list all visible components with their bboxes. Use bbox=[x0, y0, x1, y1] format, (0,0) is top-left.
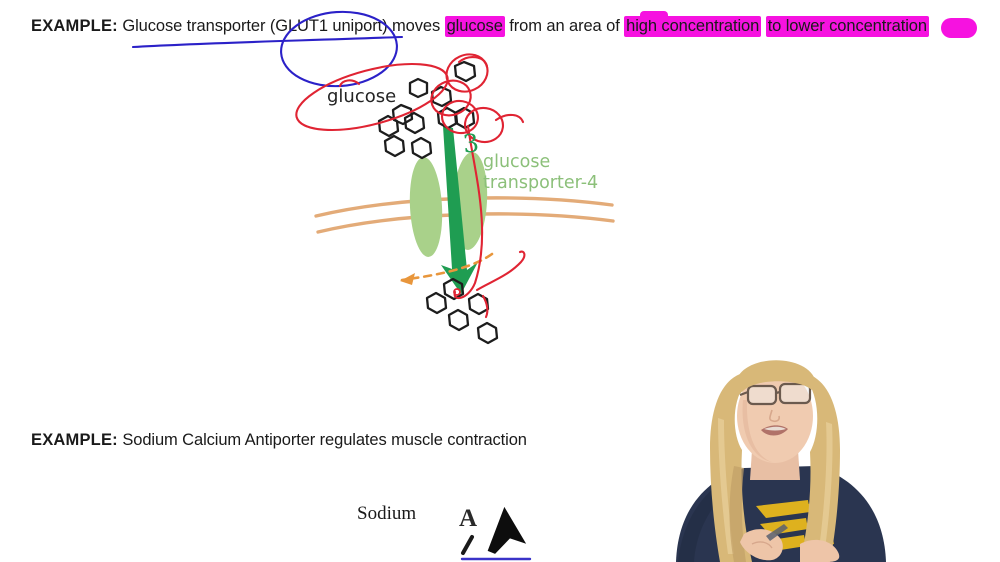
instructor-face bbox=[737, 369, 813, 463]
glucose-hexagon bbox=[377, 114, 400, 138]
line1-part-a: Glucose transporter (GLUT1 uniport) move… bbox=[117, 17, 445, 35]
glucose-hexagon bbox=[447, 308, 470, 332]
gt4-label-line1: glucose bbox=[483, 152, 551, 172]
glucose-hexagon bbox=[408, 77, 429, 99]
glucose-hexagon bbox=[453, 106, 476, 130]
glasses-icon bbox=[739, 382, 812, 406]
letter-a-glyph: A bbox=[459, 505, 478, 532]
example-line-2: EXAMPLE: Sodium Calcium Antiporter regul… bbox=[31, 431, 527, 450]
line1-part-b: from an area of bbox=[504, 17, 625, 35]
glucose-hexagon bbox=[425, 291, 448, 315]
line1-highlight-high-concentration: high concentration bbox=[624, 16, 762, 37]
glucose-hexagon bbox=[383, 134, 406, 158]
glucose-transporter-4-label: glucose transporter-4 bbox=[483, 152, 598, 194]
glucose-hexagon bbox=[442, 277, 465, 301]
glucose-hexagon bbox=[403, 111, 426, 135]
line1-highlight-lower-concentration: to lower concentration bbox=[765, 16, 929, 37]
instructor-video-overlay bbox=[648, 338, 910, 562]
line2-text: Sodium Calcium Antiporter regulates musc… bbox=[117, 431, 527, 449]
example-label-2: EXAMPLE: bbox=[31, 431, 118, 449]
sodium-diagram-label: Sodium bbox=[357, 503, 417, 524]
example-line-1: EXAMPLE: Glucose transporter (GLUT1 unip… bbox=[31, 16, 929, 37]
glucose-hexagon bbox=[410, 136, 433, 160]
line1-highlight-glucose: glucose bbox=[444, 16, 505, 37]
gt4-label-line2: transporter-4 bbox=[483, 173, 599, 193]
example-label-1: EXAMPLE: bbox=[31, 17, 118, 35]
glucose-hexagon bbox=[453, 60, 477, 83]
glucose-hexagon bbox=[430, 85, 453, 108]
glucose-diagram-label: glucose bbox=[327, 86, 397, 107]
glucose-hexagon bbox=[476, 321, 499, 345]
